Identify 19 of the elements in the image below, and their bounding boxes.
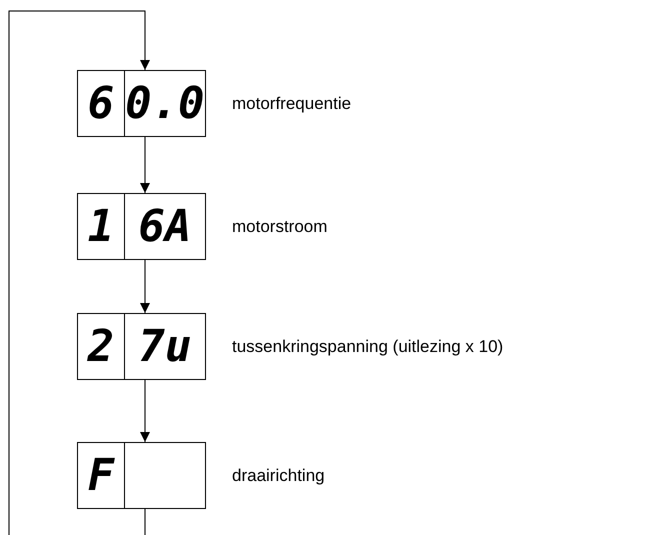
- display-box: [77, 70, 206, 137]
- display-box: [77, 442, 206, 509]
- parameter-label: draairichting: [232, 466, 325, 486]
- display-box: [77, 193, 206, 260]
- display-box: [77, 313, 206, 380]
- parameter-label: motorfrequentie: [232, 94, 352, 114]
- parameter-label: tussenkringspanning (uitlezing x 10): [232, 336, 504, 356]
- arrow: [140, 136, 150, 194]
- display-digit: 6A: [138, 204, 192, 248]
- parameter-label: motorstroom: [232, 216, 328, 236]
- arrow: [140, 380, 150, 442]
- display-digit: 7u: [138, 324, 192, 368]
- display-digit: 6: [88, 82, 114, 126]
- arrow: [8, 10, 150, 535]
- display-digit: 0.0: [125, 82, 205, 126]
- display-digit: F: [88, 454, 114, 498]
- display-digit: 2: [88, 324, 114, 368]
- arrow: [140, 260, 150, 314]
- display-digit: 1: [88, 204, 114, 248]
